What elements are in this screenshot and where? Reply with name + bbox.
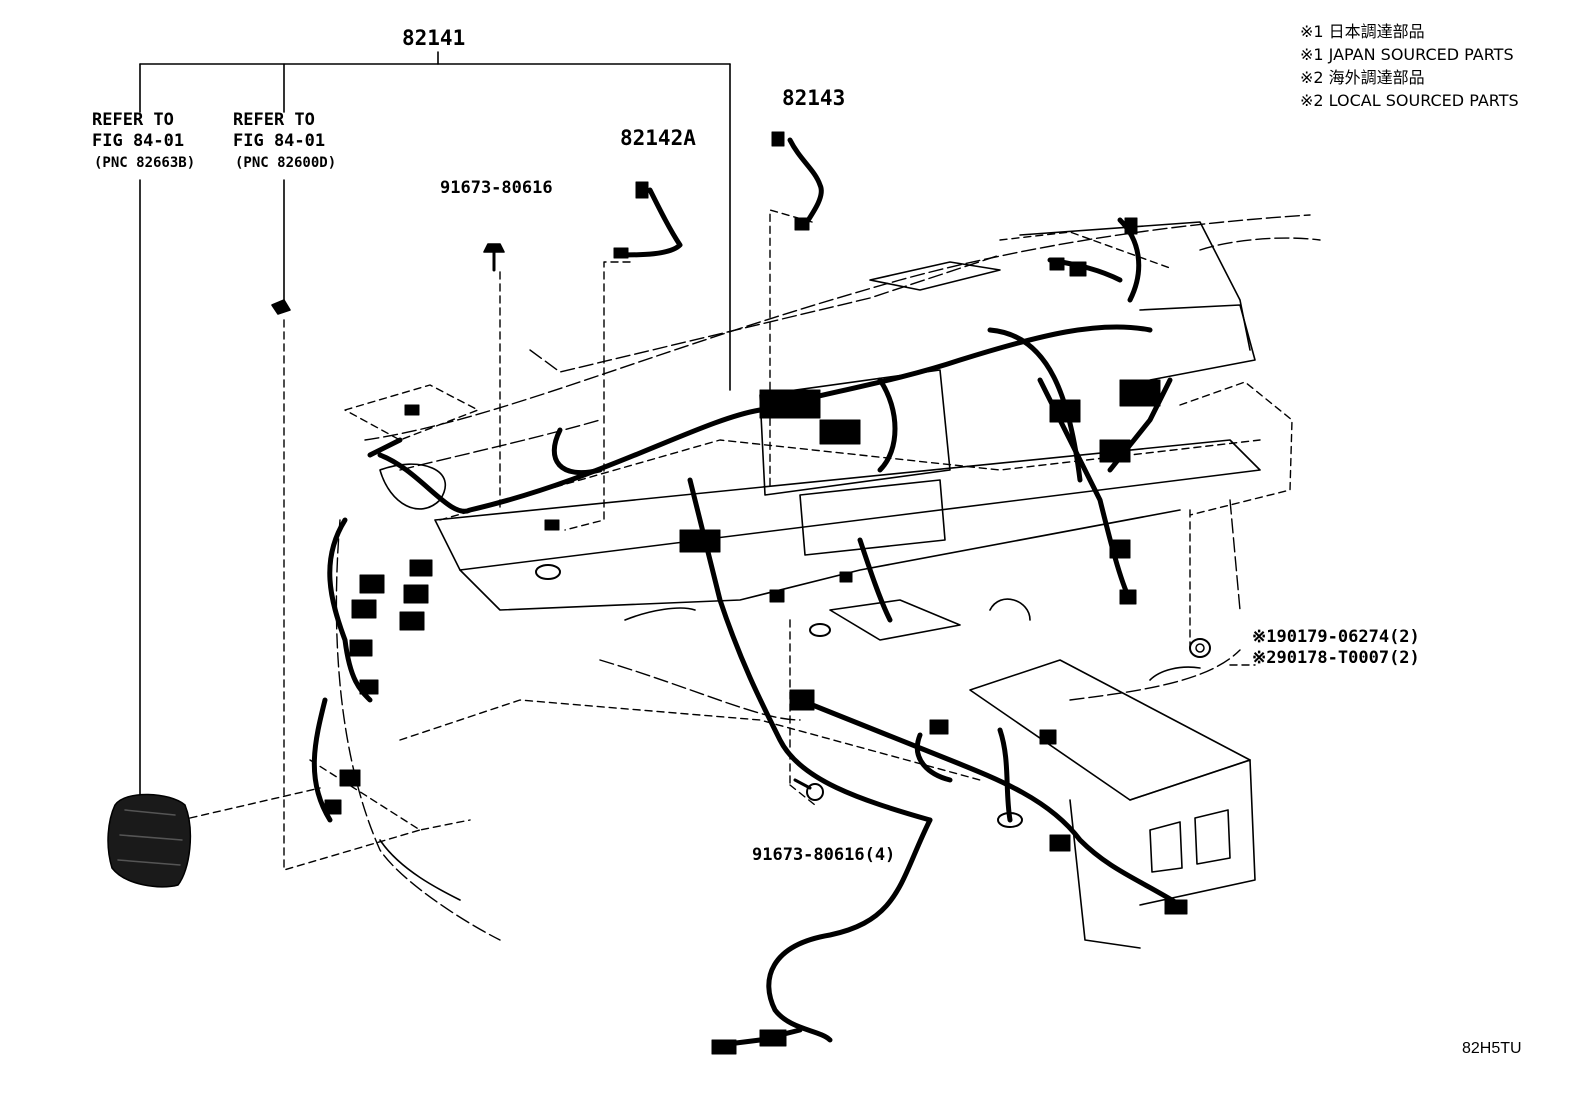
reference-1-line2[interactable]: FIG 84-01 [92, 131, 185, 151]
reference-1-pnc: (PNC 82663B) [94, 155, 196, 171]
part-82141-leader [140, 52, 730, 795]
junction-block-icon [108, 794, 190, 886]
sourcing-note-1: ※1 日本調達部品 [1300, 22, 1425, 41]
grommets [536, 565, 1022, 827]
harness-bundles [314, 140, 1180, 1045]
clamp-icon [1190, 639, 1210, 657]
part-label-82142a[interactable]: 82142A [620, 126, 696, 150]
part-label-clamp-japan[interactable]: ※190179-06274(2) [1252, 627, 1420, 647]
reference-1-line1: REFER TO [92, 110, 174, 130]
bracket-icon [272, 300, 290, 314]
reference-2-line1: REFER TO [233, 110, 315, 130]
dashboard-panels [380, 222, 1260, 948]
sourcing-note-4: ※2 LOCAL SOURCED PARTS [1300, 91, 1519, 110]
reference-2-line2[interactable]: FIG 84-01 [233, 131, 326, 151]
sourcing-note-3: ※2 海外調達部品 [1300, 68, 1425, 87]
connectors [325, 132, 1187, 1054]
illustration-code: 82H5TU [1462, 1040, 1522, 1057]
part-label-82143[interactable]: 82143 [782, 86, 846, 110]
part-label-clamp-local[interactable]: ※290178-T0007(2) [1252, 648, 1420, 668]
part-label-clip-lower[interactable]: 91673-80616(4) [752, 845, 896, 865]
sourcing-note-2: ※1 JAPAN SOURCED PARTS [1300, 45, 1514, 64]
clip-icon-lower [795, 780, 823, 800]
part-label-82141[interactable]: 82141 [402, 26, 466, 50]
part-label-clip-upper[interactable]: 91673-80616 [440, 178, 553, 198]
clip-icon-upper [484, 244, 504, 270]
reference-2-pnc: (PNC 82600D) [235, 155, 337, 171]
